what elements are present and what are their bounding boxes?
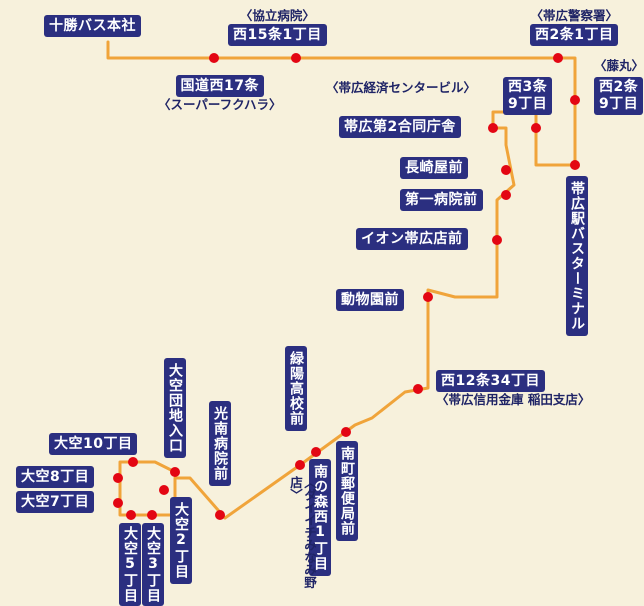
stop-label-ozora7[interactable]: 大空7丁目 [16,491,95,513]
route-line-main [106,40,577,520]
stop-dot[interactable] [113,473,123,483]
stop-label-ozora3[interactable]: 大空3丁目 [142,523,164,606]
stop-dot[interactable] [423,292,433,302]
stop-label-tokachi-bus-honsha[interactable]: 十勝バス本社 [44,15,141,37]
stop-label-nagasakiya[interactable]: 長崎屋前 [400,157,468,179]
stop-sub-nishi2-9: 〈藤丸〉 [594,58,644,73]
stop-label-nishi2-9-line1: 西2条 [599,79,639,95]
stop-sub-nishi2-1: 〈帯広警察署〉 [530,8,618,23]
stop-label-nishi2-9-line2: 9丁目 [599,96,639,112]
stop-label-konan-byoin[interactable]: 光南病院前 [209,401,231,486]
stop-dot[interactable] [413,384,423,394]
stop-label-nishi3-9-line1: 西3条 [508,79,548,95]
stop-label-dobutsuen[interactable]: 動物園前 [336,289,404,311]
stop-label-kokudo-nishi17[interactable]: 国道西17条 [175,75,264,97]
stop-kokudo-nishi17[interactable]: 国道西17条 〈スーパーフクハラ〉 [158,75,282,113]
stop-sub-nishi15-1: 〈協立病院〉 [239,8,315,23]
stop-sub-keizai-center: 〈帯広経済センタービル〉 [326,80,477,95]
stop-label-nishi15-1[interactable]: 西15条1丁目 [228,24,327,46]
stop-dot[interactable] [126,510,136,520]
stop-label-minaminomori[interactable]: 南の森西1丁目 [309,459,331,576]
stop-dot[interactable] [311,447,321,457]
stop-dot[interactable] [570,95,580,105]
stop-dot[interactable] [291,53,301,63]
stop-label-nishi2-1[interactable]: 西2条1丁目 [530,24,619,46]
stop-label-aeon[interactable]: イオン帯広店前 [356,228,468,250]
stop-dot[interactable] [341,427,351,437]
stop-dot[interactable] [488,123,498,133]
stop-dot[interactable] [128,457,138,467]
stop-dot[interactable] [215,510,225,520]
stop-nishi15-1[interactable]: 〈協立病院〉 西15条1丁目 [228,8,327,46]
stop-dot[interactable] [147,510,157,520]
stop-label-ozora5[interactable]: 大空5丁目 [119,523,141,606]
stop-label-nishi2-9[interactable]: 西2条 9丁目 [594,77,644,115]
stop-dot[interactable] [159,485,169,495]
stop-label-ozora10[interactable]: 大空10丁目 [49,433,138,455]
stop-sub-minaminomori: 〈ダイイチみなみ野店〉 [288,476,317,589]
stop-dot[interactable] [113,498,123,508]
stop-dot[interactable] [492,235,502,245]
stop-dot[interactable] [570,160,580,170]
stop-label-nishi3-9[interactable]: 西3条 9丁目 [503,77,553,115]
stop-label-obihiro-eki-bt[interactable]: 帯広駅バスターミナル [566,176,588,336]
stop-nishi12-34[interactable]: 西12条34丁目 〈帯広信用金庫 稲田支店〉 [436,370,590,408]
stop-label-nishi12-34[interactable]: 西12条34丁目 [436,370,545,392]
stop-label-ozora-danchi[interactable]: 大空団地入口 [164,358,186,458]
stop-nishi2-1[interactable]: 〈帯広警察署〉 西2条1丁目 [530,8,619,46]
stop-label-obihiro-daini-godo[interactable]: 帯広第2合同庁舎 [339,116,461,138]
stop-sub-kokudo-nishi17: 〈スーパーフクハラ〉 [158,97,282,112]
stop-dot[interactable] [531,123,541,133]
stop-dot[interactable] [553,53,563,63]
stop-sub-nishi12-34: 〈帯広信用金庫 稲田支店〉 [436,392,591,407]
stop-label-ozora2[interactable]: 大空2丁目 [170,497,192,584]
stop-label-daiichi-byoin[interactable]: 第一病院前 [400,189,483,211]
stop-label-nishi3-9-line2: 9丁目 [508,96,548,112]
route-map [106,40,580,520]
stop-label-ozora8[interactable]: 大空8丁目 [16,466,95,488]
stop-dot[interactable] [209,53,219,63]
stop-dot[interactable] [170,467,180,477]
stop-label-minamimachi-yubin[interactable]: 南町郵便局前 [336,441,358,541]
stop-dot[interactable] [501,165,511,175]
stop-dot[interactable] [295,460,305,470]
stop-dot[interactable] [501,190,511,200]
stop-label-ryokuyo[interactable]: 緑陽高校前 [285,346,307,431]
